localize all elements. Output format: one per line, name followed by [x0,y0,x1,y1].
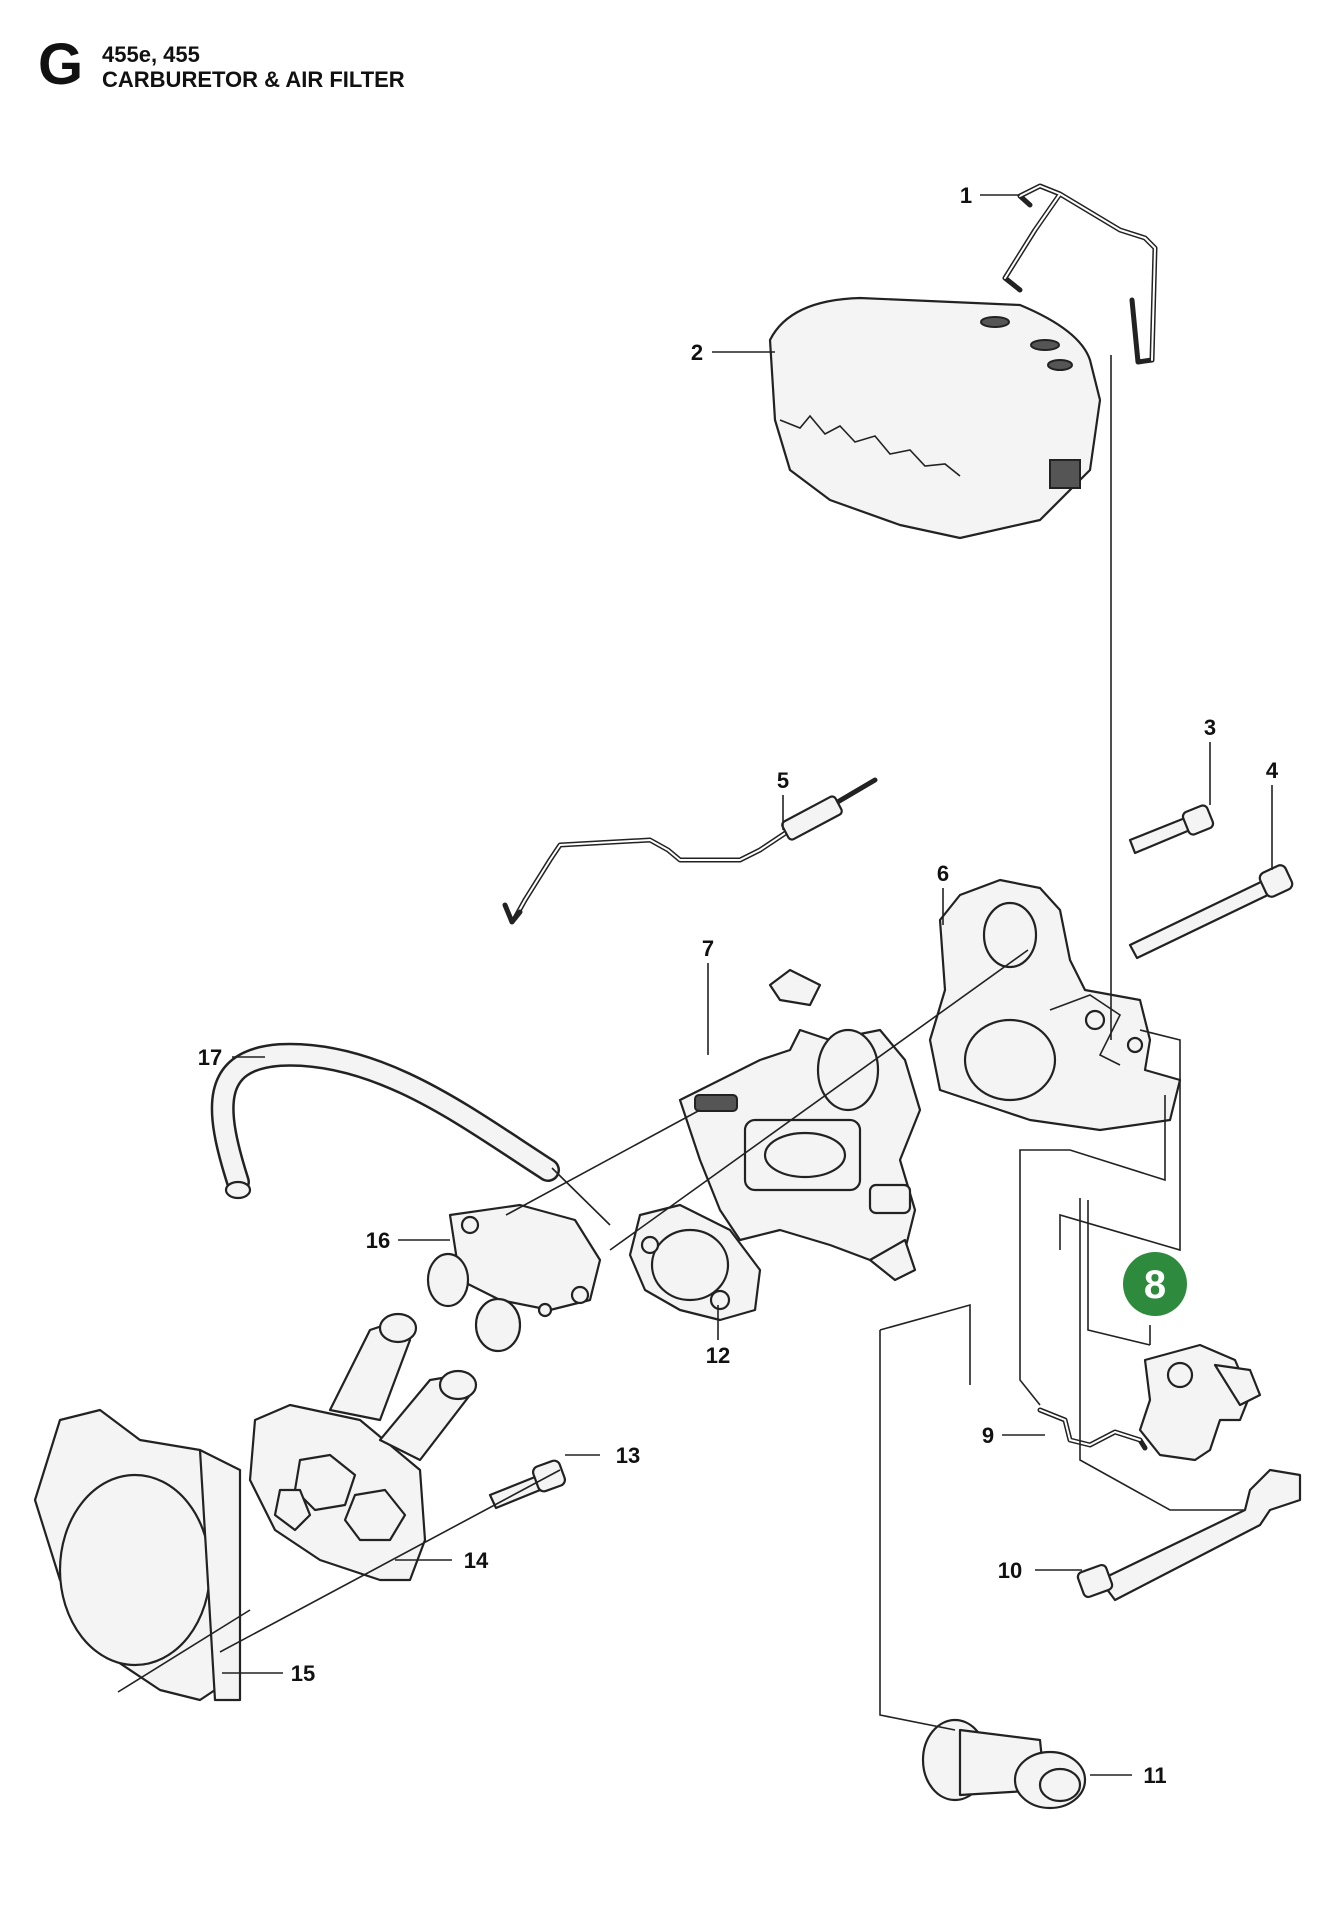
callout-6[interactable]: 6 [937,861,949,886]
leader-lines [117,194,1273,1776]
callout-11[interactable]: 11 [1143,1763,1166,1788]
callout-1[interactable]: 1 [960,183,972,208]
callout-3[interactable]: 3 [1204,715,1216,740]
page-header: G 455e, 455 CARBURETOR & AIR FILTER [38,36,638,110]
callout-16[interactable]: 16 [366,1228,390,1253]
callout-7[interactable]: 7 [702,936,714,961]
page-title: CARBURETOR & AIR FILTER [102,67,405,92]
section-letter: G [38,32,84,97]
part-5-throttle-rod [502,777,878,925]
callout-9[interactable]: 9 [982,1423,994,1448]
callout-8-highlight[interactable]: 8 [1123,1252,1187,1316]
model-numbers: 455e, 455 [102,42,200,67]
part-16-intake-adapter [426,1203,602,1353]
part-8-choke-lever [1138,1343,1262,1462]
part-17-hose [210,1042,560,1200]
callout-12[interactable]: 12 [706,1343,730,1368]
callout-5[interactable]: 5 [777,768,789,793]
part-6-carburetor-housing [928,878,1182,1132]
part-14-intake-manifold [248,1312,478,1582]
part-12-gasket-ring [628,1203,762,1322]
part-15-engine-seal [33,1408,242,1702]
callout-10[interactable]: 10 [998,1558,1022,1583]
callout-labels: 1 2 3 4 5 6 7 9 10 11 12 13 14 15 16 17 [198,183,1279,1788]
callout-17[interactable]: 17 [198,1045,222,1070]
part-1-wire-clip [1002,183,1158,365]
callout-15[interactable]: 15 [291,1661,315,1686]
part-3-screw-short [1128,804,1215,855]
callout-13[interactable]: 13 [616,1443,640,1468]
part-11-intake-boot [921,1718,1087,1810]
part-9-spring-clip [1037,1407,1148,1451]
part-7-carburetor [678,968,922,1282]
callout-8[interactable]: 8 [1144,1263,1166,1307]
callout-14[interactable]: 14 [464,1548,489,1573]
callout-2[interactable]: 2 [691,340,703,365]
callout-4[interactable]: 4 [1266,758,1279,783]
part-4-screw-long [1128,864,1294,960]
part-2-air-filter-cover [768,296,1102,540]
part-10-throttle-link [1076,1468,1302,1602]
